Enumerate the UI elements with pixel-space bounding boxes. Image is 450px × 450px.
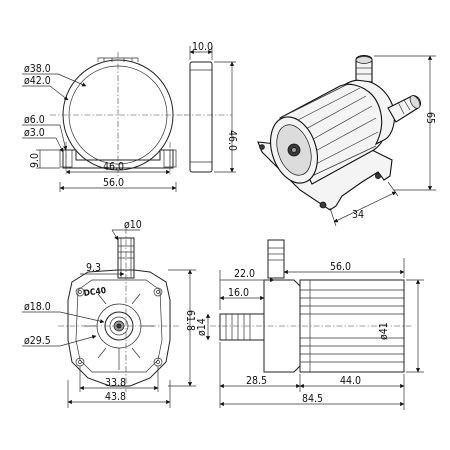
dim-total-height: 65 (424, 112, 436, 124)
dim-outer-span: 43.8 (105, 391, 126, 403)
front-housing (67, 269, 171, 387)
dim-body-dia: ø41 (378, 322, 390, 340)
dim-inlet-offset: 16.0 (228, 287, 249, 299)
side-view: 10.0 46.0 (184, 41, 238, 173)
dim-overall-width: 56.0 (103, 177, 124, 189)
dim-motor-length: 56.0 (330, 261, 351, 273)
dim-depth: 34 (352, 209, 364, 221)
front-view: ø38.0 ø42.0 ø6.0 ø3.0 9.0 46.0 56.0 (22, 52, 186, 192)
dim-outlet-dia: ø10 (124, 219, 142, 231)
dim-dia-42: ø42.0 (24, 75, 51, 87)
dim-dia-3: ø3.0 (24, 127, 45, 139)
dim-outlet-offset: 22.0 (234, 268, 255, 280)
dim-offset-9-3: 9.3 (86, 262, 101, 274)
dim-hub-dia: ø18.0 (24, 301, 51, 313)
dim-thickness: 10.0 (192, 41, 213, 53)
isometric-view: 65 34 (257, 54, 436, 227)
dim-body-length: 44.0 (340, 375, 361, 387)
model-label: DC40 (83, 286, 107, 299)
dim-front-height: 61.8 (184, 310, 196, 331)
front-flange (62, 149, 174, 169)
dim-inlet-dia: ø29.5 (24, 335, 51, 347)
side-inlet-barb (219, 313, 264, 341)
dim-flange-height: 9.0 (29, 153, 41, 168)
dim-overall-length: 84.5 (302, 393, 323, 405)
side-top-nozzle (267, 239, 285, 279)
dim-inlet-length: 28.5 (246, 375, 267, 387)
dim-inlet-dia-14: ø14 (196, 318, 208, 336)
dim-side-height: 46.0 (226, 130, 238, 151)
bottom-front-view: ø10 9.3 DC40 ø18.0 ø29.5 61.8 33.8 43.8 (22, 219, 196, 408)
bottom-side-view: 22.0 56.0 16.0 ø14 ø41 28.5 44.0 84.5 (196, 239, 424, 410)
dim-inner-span: 33.8 (105, 377, 126, 389)
dim-dia-6: ø6.0 (24, 114, 45, 126)
dim-dia-38: ø38.0 (24, 63, 51, 75)
side-body-outline (189, 61, 213, 173)
dim-hole-span: 46.0 (103, 161, 124, 173)
